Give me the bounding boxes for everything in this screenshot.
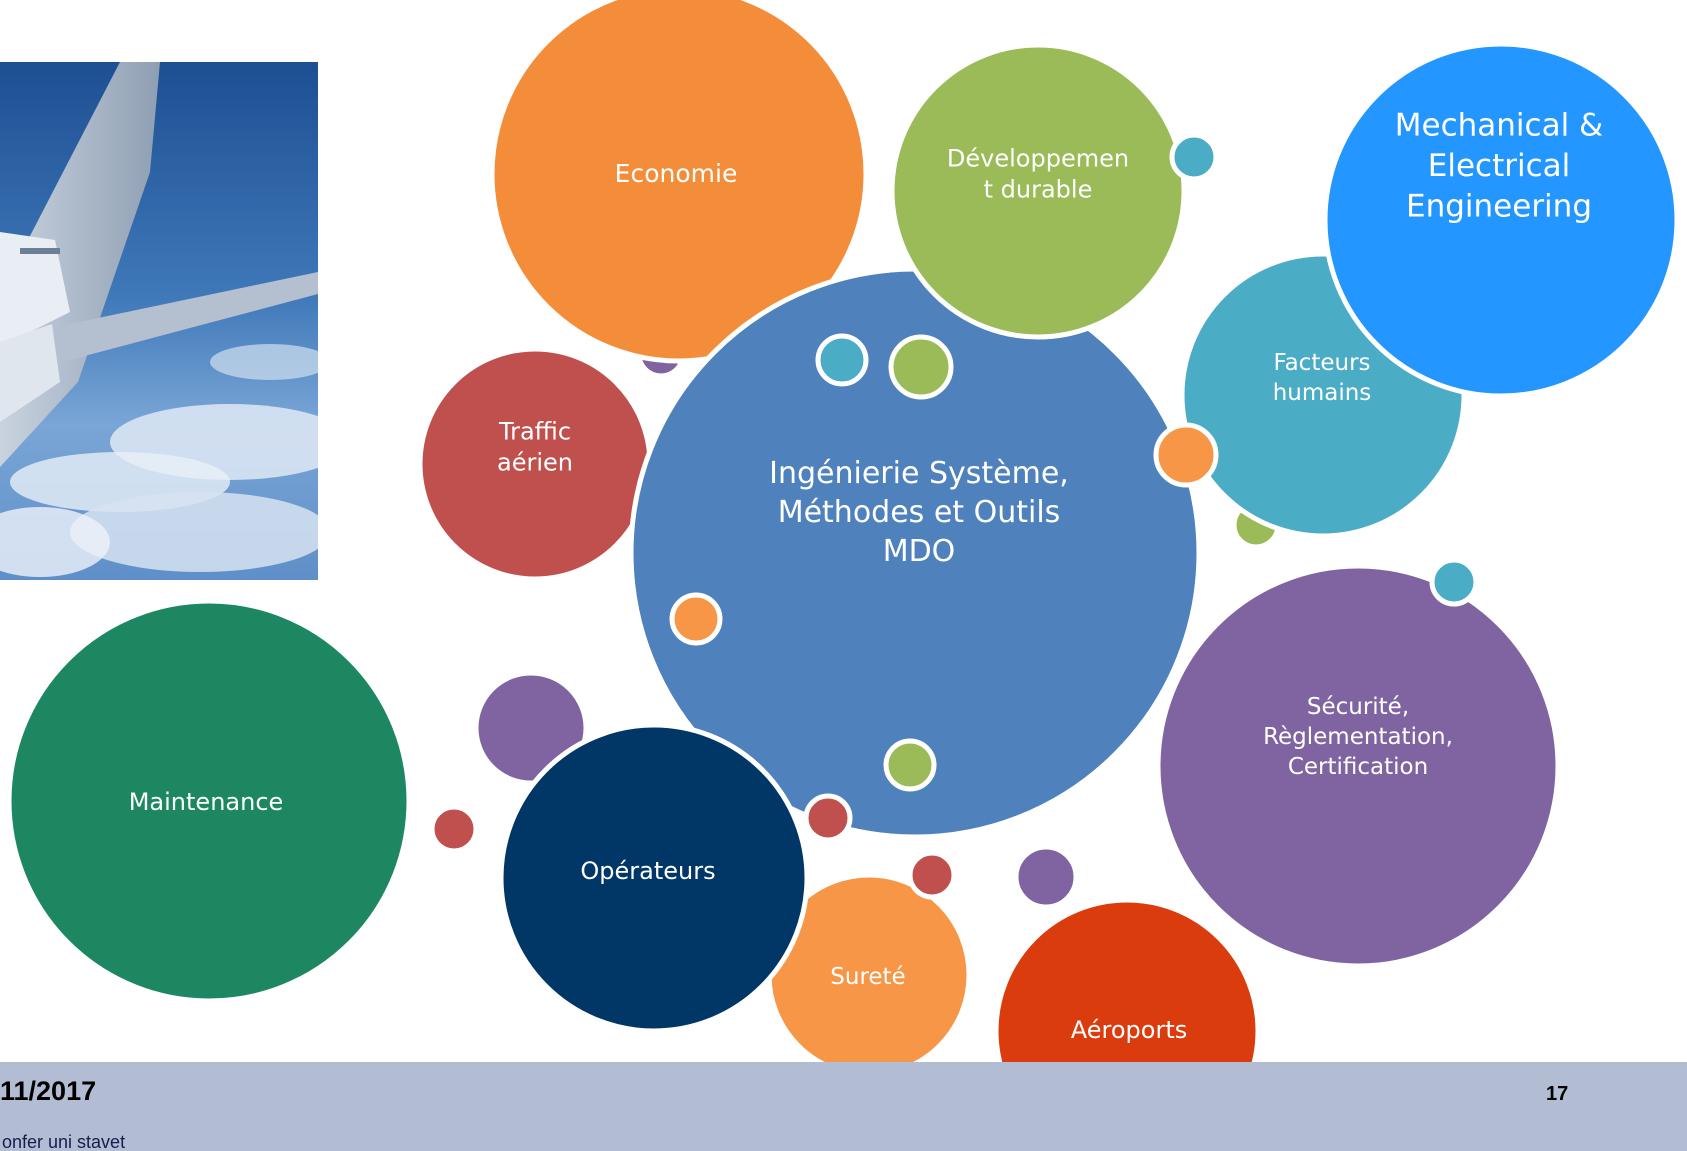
small-circle-red-left [429, 804, 479, 854]
bubble-label-facteurs-humains: Facteurs humains [1273, 350, 1372, 406]
bubble-label-line: Electrical [1428, 148, 1570, 184]
bubble-maintenance [6, 598, 412, 1004]
bubble-label-surete: Sureté [830, 964, 905, 990]
footer-subtitle: onfer uni stavet [2, 1133, 126, 1151]
small-circle-red-operateurs [803, 793, 853, 843]
bubble-securite [1155, 563, 1561, 969]
small-circle-teal-securite [1429, 557, 1479, 607]
bubble-label-line: Ingénierie Système, [769, 456, 1069, 491]
page-number: 17 [1546, 1083, 1569, 1105]
bubble-label-line: aérien [497, 449, 573, 477]
bubble-label-line: Economie [615, 159, 738, 188]
small-circle-orange-left [669, 592, 723, 646]
bubble-label-aeroports: Aéroports [1071, 1016, 1187, 1044]
bubble-label-line: Règlementation, [1263, 724, 1453, 750]
bubble-label-traffic-aerien: Traffic aérien [497, 417, 573, 476]
footer-date: 11/2017 [0, 1076, 97, 1106]
bubble-label-line: Mechanical & [1395, 108, 1603, 144]
bubble-label-economie: Economie [615, 159, 738, 188]
bubble-developpement-durable [889, 42, 1187, 340]
bubble-label-line: Aéroports [1071, 1016, 1187, 1044]
airplane-photo [0, 62, 318, 580]
bubble-label-operateurs: Opérateurs [580, 857, 715, 885]
bubble-label-developpement-durable: Développemen t durable [947, 144, 1129, 203]
bubble-label-maintenance: Maintenance [129, 788, 284, 816]
small-circle-teal-top-right [1169, 132, 1219, 182]
bubble-label-line: Opérateurs [580, 857, 715, 885]
bubble-label-line: Certification [1288, 754, 1428, 780]
small-circle-green-center [888, 334, 954, 400]
bubble-label-line: Sécurité, [1307, 694, 1409, 720]
small-circle-green-lower [883, 738, 937, 792]
bubble-label-line: MDO [883, 534, 956, 569]
small-circle-teal-center [815, 333, 869, 387]
bubble-label-line: Sureté [830, 964, 905, 990]
bubble-label-line: Traffic [498, 417, 571, 445]
bubble-label-line: Engineering [1406, 188, 1592, 224]
bubble-label-line: t durable [984, 176, 1093, 204]
bubble-label-line: Développemen [947, 144, 1129, 172]
footer-band [0, 1062, 1687, 1151]
bubble-label-line: humains [1273, 380, 1372, 406]
small-circle-red-surete [907, 850, 957, 900]
small-circle-purple-bottom [1013, 844, 1079, 910]
small-circle-orange-right [1153, 422, 1219, 488]
bubble-label-line: Méthodes et Outils [778, 495, 1061, 530]
bubble-label-line: Maintenance [129, 788, 284, 816]
bubble-mechanical-electrical-engineering [1322, 41, 1680, 399]
bubble-label-securite: Sécurité, Règlementation, Certification [1263, 694, 1453, 780]
bubble-label-line: Facteurs [1273, 350, 1370, 376]
bubble-operateurs [498, 722, 810, 1034]
bubble-economie [489, 0, 869, 364]
